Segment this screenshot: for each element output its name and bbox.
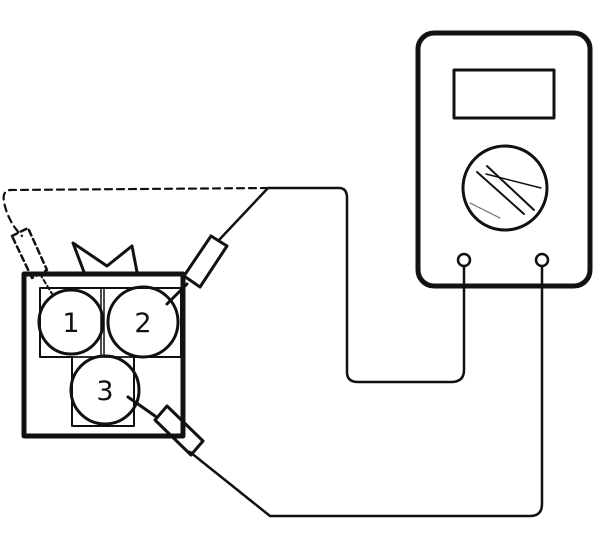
lead-wire-terminal-3 xyxy=(188,264,544,518)
terminal-3-label: 3 xyxy=(96,376,113,407)
multimeter-dial-icon xyxy=(461,144,549,232)
dashed-lead xyxy=(2,186,270,238)
multimeter-display xyxy=(452,68,556,120)
terminal-1: 1 xyxy=(37,287,105,358)
dashed-probe-icon xyxy=(10,226,49,280)
connector-locking-tab-icon xyxy=(71,241,139,274)
connector: 1 2 3 xyxy=(21,241,186,439)
meter-jack-left xyxy=(456,252,472,268)
multimeter xyxy=(415,30,593,289)
terminal-2-label: 2 xyxy=(134,308,151,339)
dashed-probe-terminal-1 xyxy=(2,186,270,298)
meter-jack-right xyxy=(534,252,550,268)
terminal-3: 3 xyxy=(69,354,141,427)
lead-wire-terminal-2 xyxy=(217,186,466,384)
multimeter-body xyxy=(415,30,593,289)
terminal-2: 2 xyxy=(103,285,182,359)
probe-terminal-2 xyxy=(165,186,466,384)
probe-icon xyxy=(153,404,205,457)
probe-icon xyxy=(182,234,229,289)
terminal-1-label: 1 xyxy=(62,308,79,339)
probe-terminal-3 xyxy=(126,264,544,518)
connector-housing xyxy=(21,271,186,439)
